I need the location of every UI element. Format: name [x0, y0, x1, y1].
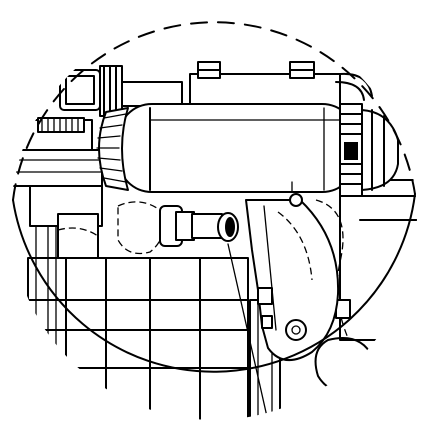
left-components — [11, 117, 103, 259]
union-fitting — [117, 201, 271, 420]
right-pipe — [361, 109, 399, 191]
callout-arc-dashed — [12, 21, 416, 201]
main-cylinder — [96, 103, 363, 207]
callout-arc-solid — [12, 193, 416, 373]
detail-content — [11, 61, 417, 420]
bracket-arm — [245, 199, 340, 361]
